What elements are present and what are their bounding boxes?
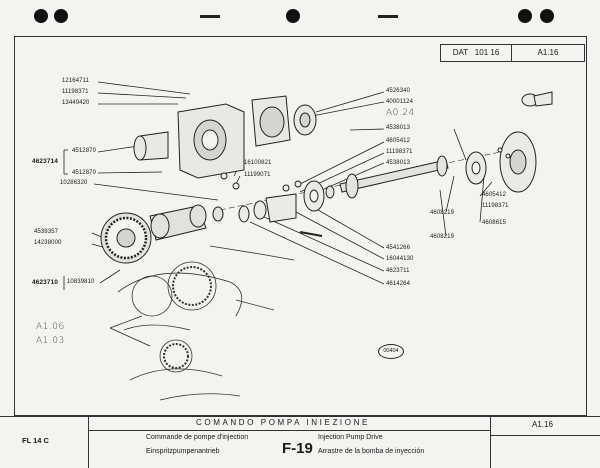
part-number: 4605412 [386,138,411,144]
header-ref: A1.16 [537,48,559,57]
figure-number: F-19 [282,440,313,457]
group-number: 4623714 [32,158,59,165]
part-number: 4614264 [386,281,411,287]
binder-hole-4 [518,9,532,23]
part-number: 4608219 [430,234,455,240]
binder-rail-right [378,15,398,18]
handwritten-reference: A1.03 [36,336,65,346]
footer-title-rule [88,430,490,431]
binder-hole-3 [286,9,300,23]
dat-number: 101 16 [474,48,500,57]
part-number: 11198371 [386,149,413,155]
footer-ref: A1.16 [532,420,553,429]
part-number: 16044130 [386,256,414,262]
part-number: 10839810 [67,279,95,285]
model-label: FL 14 C [22,436,49,445]
part-number: 4538013 [386,160,411,166]
part-number: 14238000 [34,240,62,246]
drawing-stamp: 00404 [378,344,404,359]
part-number: 4605412 [482,192,507,198]
header-ref-box: A1.16 [511,44,585,62]
binder-rail-left [200,15,220,18]
part-number: 4512870 [72,170,97,176]
drawing-frame [14,36,587,416]
part-number: 11198371 [482,203,509,209]
title-italian: COMANDO POMPA INIEZIONE [196,418,370,427]
part-number: 10286320 [60,180,88,186]
part-number: 4623711 [386,268,410,274]
footer-divider-right [490,416,491,468]
title-spanish: Arrastre de la bomba de inyección [318,448,425,455]
part-number: 4526340 [386,88,411,94]
footer-ref-rule [490,435,600,436]
part-number: 4608219 [430,210,455,216]
part-number: 40001124 [386,99,414,105]
title-german: Einspritzpumpenantrieb [146,448,220,455]
binder-hole-5 [540,9,554,23]
part-number: 4608615 [482,220,507,226]
part-number: 11199071 [244,172,271,178]
part-number: 4512870 [72,148,97,154]
part-number: 11198371 [62,89,89,95]
binder-hole-2 [54,9,68,23]
dat-label: DAT [452,48,469,57]
title-english: Injection Pump Drive [318,434,383,441]
handwritten-reference: A0.24 [386,108,415,118]
part-number: 4538013 [386,125,411,131]
part-number: 4541266 [386,245,411,251]
part-number: 4539357 [34,229,59,235]
binder-hole-1 [34,9,48,23]
part-number: 13449420 [62,100,90,106]
footer-divider-left [88,416,89,468]
title-french: Commande de pompe d'injection [146,434,249,441]
group-number: 4623710 [32,279,59,286]
part-number: 16100821 [244,160,272,166]
footer-rule-top [0,416,600,417]
title-block: FL 14 C COMANDO POMPA INIEZIONE Commande… [0,416,600,468]
handwritten-reference: A1.06 [36,322,65,332]
part-number: 12164711 [62,78,90,84]
